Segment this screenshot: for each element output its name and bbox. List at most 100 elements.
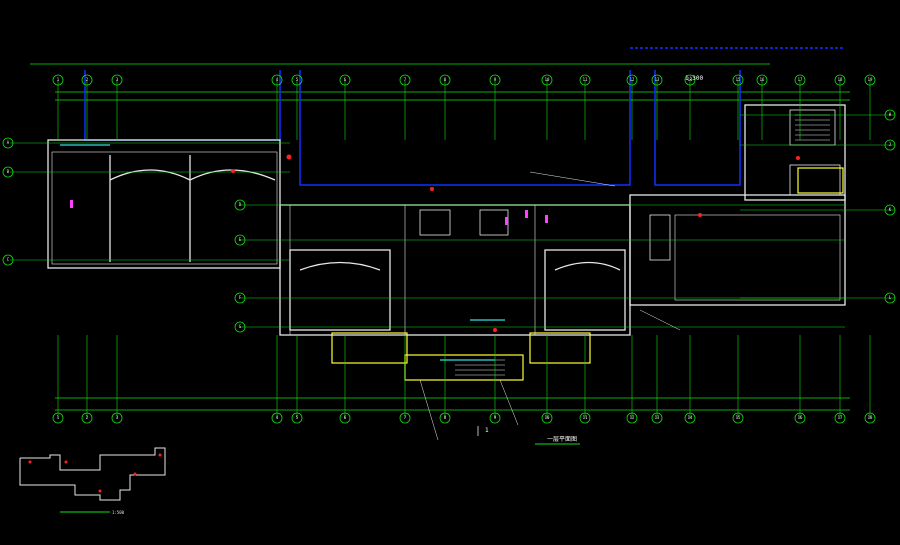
- bottom-axis-4-label: 5: [296, 415, 299, 420]
- top-axis-1-label: 2: [86, 77, 89, 82]
- left-wing: [47, 139, 281, 269]
- bottom-axis-2-circle: [111, 412, 123, 424]
- midleft-axis-1-circle: [234, 234, 246, 246]
- bottom-axis-5-circle: [339, 412, 351, 424]
- central-block: [279, 204, 631, 336]
- top-axis-1-circle: [81, 74, 93, 86]
- top-axis-7-circle: [439, 74, 451, 86]
- top-axis-4-circle: [291, 74, 303, 86]
- top-axis-15-circle: [756, 74, 768, 86]
- top-axis-16-label: 17: [798, 77, 803, 82]
- top-axis-17-label: 18: [838, 77, 843, 82]
- bottom-axis-10-label: 11: [583, 415, 588, 420]
- top-axis-2-label: 3: [116, 77, 119, 82]
- left-axis-2-circle: [2, 254, 14, 266]
- top-axis-18-label: 19: [868, 77, 873, 82]
- top-axis-11-circle: [626, 74, 638, 86]
- left-axis-1-label: B: [7, 169, 10, 174]
- bottom-axis-17-label: 18: [868, 415, 873, 420]
- bottom-axis-11-label: 12: [630, 415, 635, 420]
- top-axis-17-circle: [834, 74, 846, 86]
- bottom-axis-14-circle: [732, 412, 744, 424]
- top-axis-10-circle: [579, 74, 591, 86]
- drawing-title: 一层平面图: [547, 436, 577, 443]
- glass-wall: [84, 47, 845, 186]
- top-axis-9-circle: [541, 74, 553, 86]
- top-axis-16-circle: [794, 74, 806, 86]
- top-axis-3-label: 4: [276, 77, 279, 82]
- bottom-axis-16-circle: [834, 412, 846, 424]
- bottom-axis-17-circle: [864, 412, 876, 424]
- bottom-axis-4-circle: [291, 412, 303, 424]
- section-mark: 1: [485, 427, 489, 434]
- red-markers: [231, 154, 800, 332]
- top-axis-2-circle: [111, 74, 123, 86]
- right-axis-0-label: H: [889, 112, 892, 117]
- top-axis-8-label: 9: [494, 77, 497, 82]
- top-axis-5-circle: [339, 74, 351, 86]
- midleft-axis-2-label: F: [239, 295, 242, 300]
- top-axis-15-label: 16: [760, 77, 765, 82]
- top-dimension-lines: [30, 63, 850, 101]
- top-axis-6-label: 7: [404, 77, 407, 82]
- bottom-axis-0-label: 1: [57, 415, 60, 420]
- top-axis-13-label: 14: [688, 77, 693, 82]
- bottom-axis-7-label: 8: [444, 415, 447, 420]
- midleft-axis-0-label: D: [239, 202, 242, 207]
- magenta-markers: [70, 200, 548, 225]
- left-axis-2-label: C: [7, 257, 10, 262]
- bottom-axis-3-label: 4: [276, 415, 279, 420]
- top-axis-14-circle: [732, 74, 744, 86]
- midleft-axis-0-circle: [234, 199, 246, 211]
- top-axis-12-label: 13: [655, 77, 660, 82]
- right-axis-1-label: J: [889, 142, 891, 147]
- leader-lines: [419, 171, 681, 441]
- left-axis-1-circle: [2, 166, 14, 178]
- left-axis-0-circle: [2, 137, 14, 149]
- bottom-axis-6-label: 7: [404, 415, 407, 420]
- bottom-axis-2-label: 3: [116, 415, 119, 420]
- top-axis-18-circle: [864, 74, 876, 86]
- left-axis-0-label: A: [7, 140, 10, 145]
- top-axis-7-label: 8: [444, 77, 447, 82]
- bottom-axis-7-circle: [439, 412, 451, 424]
- top-axis-11-label: 12: [630, 77, 635, 82]
- bottom-axis-10-circle: [579, 412, 591, 424]
- bottom-axis-15-circle: [794, 412, 806, 424]
- midleft-axis-3-circle: [234, 321, 246, 333]
- midleft-axis-1-label: E: [239, 237, 242, 242]
- bottom-axis-11-circle: [626, 412, 638, 424]
- bottom-axis-9-circle: [541, 412, 553, 424]
- bottom-axis-12-circle: [651, 412, 663, 424]
- top-axis-0-label: 1: [57, 77, 60, 82]
- top-axis-3-circle: [271, 74, 283, 86]
- top-axis-5-label: 6: [344, 77, 347, 82]
- top-axis-10-label: 11: [583, 77, 588, 82]
- top-axis-9-label: 10: [545, 77, 550, 82]
- bottom-dimension-lines: [55, 397, 850, 411]
- top-axis-6-circle: [399, 74, 411, 86]
- key-plan-scale: 1:500: [112, 510, 125, 515]
- bottom-axis-3-circle: [271, 412, 283, 424]
- right-axis-2-label: K: [889, 207, 892, 212]
- cyan-accents: [60, 144, 505, 361]
- vertical-grid-axes: [57, 80, 871, 418]
- bottom-axis-14-label: 15: [736, 415, 741, 420]
- bottom-axis-8-circle: [489, 412, 501, 424]
- key-plan-markers: [28, 453, 162, 493]
- bottom-axis-8-label: 9: [494, 415, 497, 420]
- bottom-axis-5-label: 6: [344, 415, 347, 420]
- right-axis-3-circle: [884, 292, 896, 304]
- bottom-axis-13-circle: [684, 412, 696, 424]
- right-axis-0-circle: [884, 109, 896, 121]
- right-axis-1-circle: [884, 139, 896, 151]
- top-scale-label: 1:300: [685, 75, 703, 82]
- top-axis-4-label: 5: [296, 77, 299, 82]
- left-axis-bubbles: A B C: [2, 137, 14, 266]
- stairs: [455, 114, 830, 376]
